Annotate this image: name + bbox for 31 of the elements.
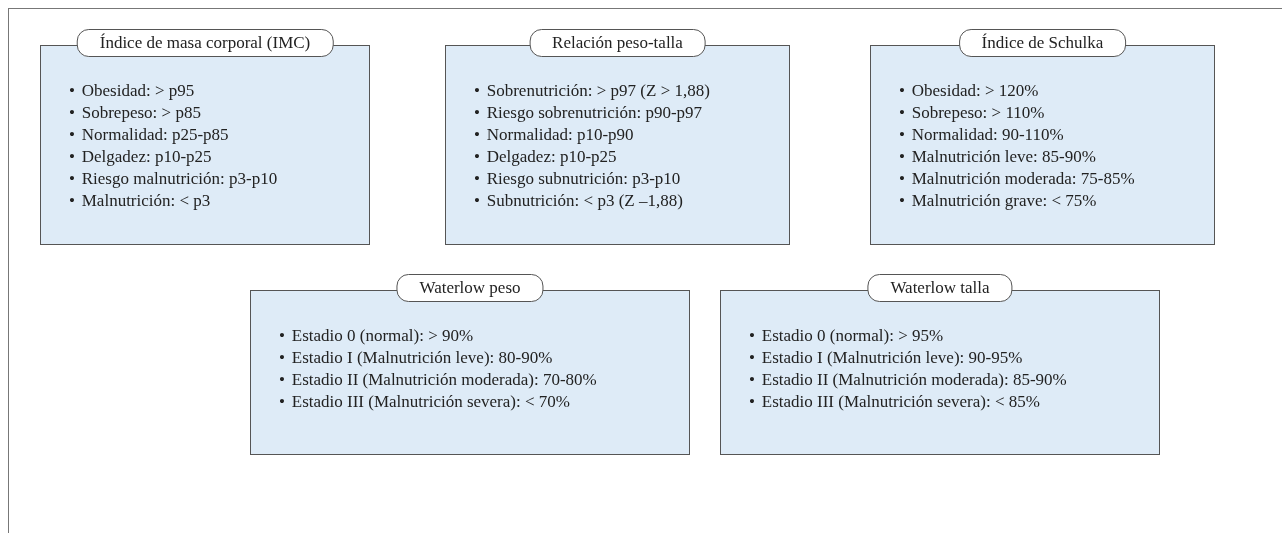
list-item: • Malnutrición: < p3: [69, 190, 211, 212]
list-item: • Sobrepeso: > 110%: [899, 102, 1045, 124]
list-item: • Estadio III (Malnutrición severa): < 70%: [279, 391, 570, 413]
list-item: • Subnutrición: < p3 (Z –1,88): [474, 190, 683, 212]
heading-tab: Waterlow peso: [396, 274, 544, 302]
list-item: • Estadio II (Malnutrición moderada): 70-80%: [279, 369, 597, 391]
list-item: • Estadio II (Malnutrición moderada): 85-90%: [749, 369, 1067, 391]
list-item: • Normalidad: p25-p85: [69, 124, 229, 146]
list-item: • Malnutrición moderada: 75-85%: [899, 168, 1135, 190]
list-item: • Sobrenutrición: > p97 (Z > 1,88): [474, 80, 710, 102]
heading-tab: Índice de masa corporal (IMC): [76, 29, 334, 57]
list-item: • Riesgo subnutrición: p3-p10: [474, 168, 681, 190]
list-item: • Estadio 0 (normal): > 90%: [279, 325, 474, 347]
list-item: • Riesgo malnutrición: p3-p10: [69, 168, 278, 190]
list-item: • Normalidad: p10-p90: [474, 124, 634, 146]
list-item: • Obesidad: > 120%: [899, 80, 1039, 102]
heading-tab: Índice de Schulka: [958, 29, 1127, 57]
list-item: • Estadio I (Malnutrición leve): 90-95%: [749, 347, 1023, 369]
list-item: • Estadio I (Malnutrición leve): 80-90%: [279, 347, 553, 369]
list-item: • Delgadez: p10-p25: [69, 146, 212, 168]
list-item: • Malnutrición grave: < 75%: [899, 190, 1097, 212]
list-item: • Estadio III (Malnutrición severa): < 85%: [749, 391, 1040, 413]
list-item: • Normalidad: 90-110%: [899, 124, 1064, 146]
list-item: • Delgadez: p10-p25: [474, 146, 617, 168]
list-item: • Estadio 0 (normal): > 95%: [749, 325, 944, 347]
heading-tab: Relación peso-talla: [529, 29, 706, 57]
heading-tab: Waterlow talla: [867, 274, 1013, 302]
list-item: • Sobrepeso: > p85: [69, 102, 201, 124]
list-item: • Riesgo sobrenutrición: p90-p97: [474, 102, 703, 124]
list-item: • Malnutrición leve: 85-90%: [899, 146, 1096, 168]
list-item: • Obesidad: > p95: [69, 80, 195, 102]
